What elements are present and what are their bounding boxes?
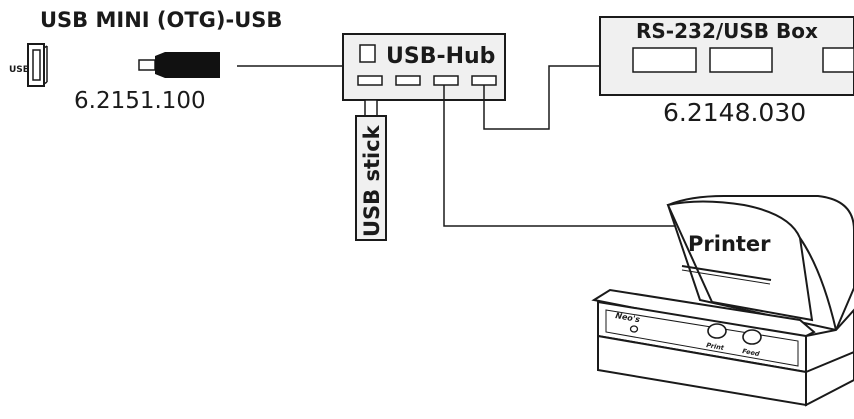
hub-port-4 — [472, 76, 496, 85]
hub-label: USB-Hub — [386, 44, 495, 69]
rs232-port-3 — [823, 48, 854, 72]
usb-port-label: USB — [9, 65, 30, 75]
hub-port-2 — [396, 76, 420, 85]
feed-button-icon — [743, 330, 761, 344]
cable-part-number: 6.2151.100 — [74, 88, 206, 114]
usb-plug-icon — [139, 52, 220, 78]
rs232-part-number: 6.2148.030 — [663, 98, 806, 127]
hub-port-1 — [358, 76, 382, 85]
power-led-icon — [631, 326, 638, 332]
printer-label: Printer — [688, 232, 771, 256]
printer — [594, 196, 854, 405]
usb-port-icon — [28, 44, 47, 86]
usb-stick-label: USB stick — [360, 124, 384, 237]
print-button-icon — [708, 324, 726, 338]
hub-indicator-icon — [360, 45, 375, 62]
rs232-box-label: RS-232/USB Box — [636, 19, 818, 43]
rs232-port-2 — [710, 48, 772, 72]
hub-to-printer-wire — [444, 85, 678, 226]
rs232-port-1 — [633, 48, 696, 72]
cable-title: USB MINI (OTG)-USB — [40, 8, 282, 32]
hub-port-3 — [434, 76, 458, 85]
